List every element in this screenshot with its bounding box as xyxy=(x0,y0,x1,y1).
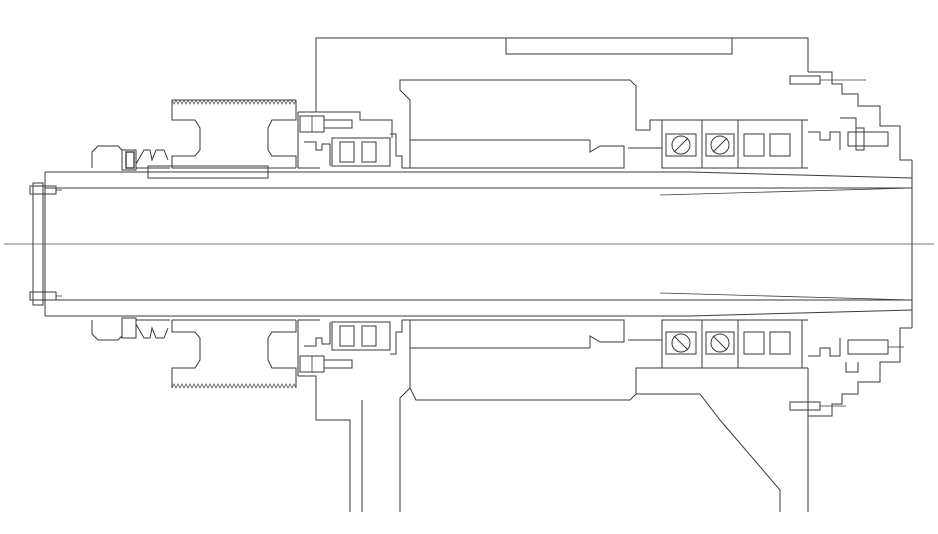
main-housing-lower xyxy=(361,319,808,512)
main-housing-upper xyxy=(316,79,808,169)
lock-nut-upper xyxy=(91,145,170,171)
rear-housing-upper xyxy=(297,37,809,169)
labyrinth-seal-lower xyxy=(304,320,403,355)
labyrinth-seal-upper xyxy=(304,133,403,168)
pulley-lower xyxy=(171,319,297,388)
front-cover-lower xyxy=(789,319,912,512)
lock-nut-lower xyxy=(91,317,170,341)
front-cover-upper xyxy=(789,71,912,169)
rear-housing-lower xyxy=(297,319,353,512)
pulley-tooth-row xyxy=(171,383,297,389)
pulley-teeth xyxy=(171,99,297,389)
key-upper xyxy=(147,165,269,179)
pulley-upper xyxy=(171,99,297,169)
left-end-cap xyxy=(29,182,62,306)
pulley-tooth-row xyxy=(171,99,297,105)
front-bearing-lower xyxy=(628,319,803,369)
